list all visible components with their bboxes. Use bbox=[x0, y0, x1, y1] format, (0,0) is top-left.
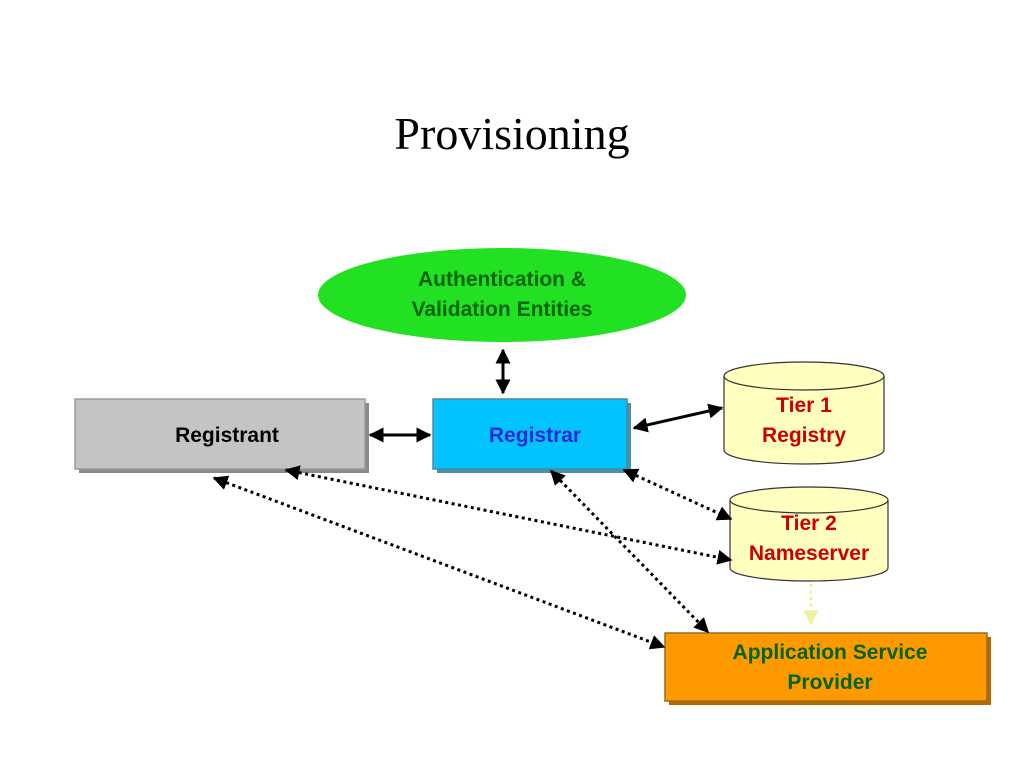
tier2-label-line1: Tier 2 bbox=[781, 512, 837, 535]
registrar-tier2-dotted-arrow bbox=[622, 468, 733, 521]
registrar-asp-dotted-arrow bbox=[549, 469, 710, 634]
tier1-label-line2: Registry bbox=[761, 424, 847, 447]
registrant-box bbox=[74, 398, 366, 470]
registrar-tier1-arrow bbox=[632, 403, 724, 433]
asp-label: Application Service Provider bbox=[665, 637, 995, 699]
tier1-label-line1: Tier 1 bbox=[776, 394, 832, 417]
auth-label-line1: Authentication & bbox=[418, 268, 586, 291]
tier2-cylinder bbox=[729, 486, 889, 582]
registrant-tier2-dotted-arrow bbox=[284, 465, 733, 565]
tier2-label: Tier 2 Nameserver bbox=[730, 508, 888, 570]
registrar-label: Registrar bbox=[488, 424, 582, 447]
tier1-label: Tier 1 Registry bbox=[724, 390, 884, 452]
auth-ellipse bbox=[316, 246, 688, 344]
registrar-box bbox=[432, 398, 628, 470]
registrant-asp-dotted-arrow bbox=[212, 475, 666, 650]
tier2-label-line2: Nameserver bbox=[748, 542, 870, 565]
slide-title: Provisioning bbox=[394, 108, 630, 159]
asp-box bbox=[664, 632, 988, 702]
auth-label: Authentication & Validation Entities bbox=[352, 263, 652, 327]
auth-label-line2: Validation Entities bbox=[411, 298, 593, 321]
tier1-cylinder bbox=[723, 361, 885, 465]
registrant-label: Registrant bbox=[175, 424, 279, 447]
asp-label-line1: Application Service bbox=[732, 641, 928, 664]
asp-label-line2: Provider bbox=[787, 671, 873, 694]
